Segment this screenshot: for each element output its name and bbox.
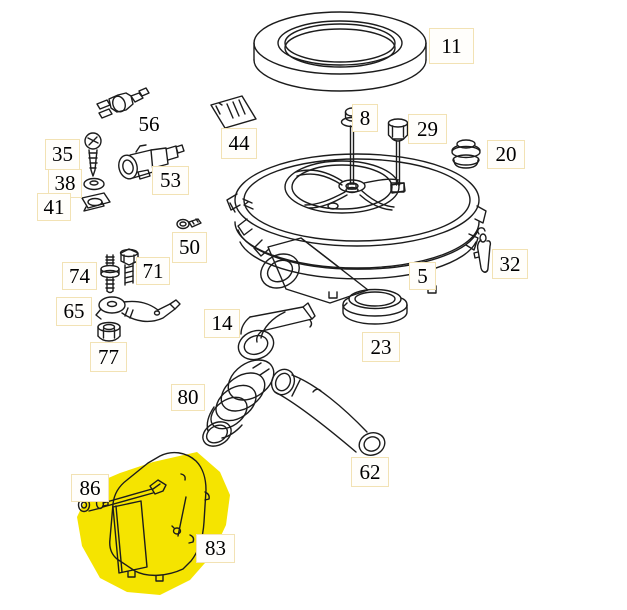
- part-77-nut: [97, 321, 121, 342]
- part-callout-77[interactable]: 77: [90, 342, 127, 372]
- part-callout-62[interactable]: 62: [351, 457, 389, 487]
- part-callout-29[interactable]: 29: [408, 114, 447, 144]
- part-callout-71[interactable]: 71: [136, 257, 170, 285]
- part-callout-32[interactable]: 32: [492, 249, 528, 279]
- part-20-rubber-buffer: [451, 139, 481, 169]
- part-callout-41[interactable]: 41: [37, 193, 71, 221]
- part-23-seal-ring: [342, 288, 408, 325]
- part-callout-14[interactable]: 14: [204, 309, 240, 338]
- part-71-hex-bolt: [119, 248, 139, 286]
- part-53-sensor-switch: [118, 144, 185, 180]
- part-56-sensor: [96, 87, 150, 119]
- part-callout-83[interactable]: 83: [196, 534, 235, 563]
- part-32-spring-clip: [473, 227, 492, 273]
- part-callout-74[interactable]: 74: [62, 262, 97, 290]
- part-callout-56[interactable]: 56: [138, 111, 160, 136]
- part-callout-44[interactable]: 44: [221, 128, 257, 159]
- part-callout-80[interactable]: 80: [171, 384, 205, 411]
- part-35-screw: [84, 132, 102, 177]
- part-41-clip-nut: [81, 192, 111, 212]
- part-callout-5[interactable]: 5: [409, 262, 436, 290]
- part-74-stud: [100, 254, 120, 294]
- part-callout-8[interactable]: 8: [352, 104, 378, 132]
- part-44-sticker: [210, 95, 257, 129]
- part-callout-53[interactable]: 53: [152, 166, 189, 195]
- part-callout-50[interactable]: 50: [172, 232, 207, 263]
- part-62-vent-hose: [270, 368, 386, 456]
- part-callout-11[interactable]: 11: [429, 28, 474, 64]
- part-38-washer: [83, 177, 105, 191]
- part-80-bellows: [202, 359, 275, 447]
- part-11-filter-ring: [253, 11, 427, 92]
- part-callout-35[interactable]: 35: [45, 139, 80, 170]
- part-14-intake-scoop: [237, 302, 316, 361]
- part-83-cover-shield: [102, 451, 210, 582]
- part-65-bracket: [95, 296, 181, 323]
- part-callout-23[interactable]: 23: [362, 332, 400, 362]
- part-callout-86[interactable]: 86: [71, 474, 109, 502]
- part-callout-20[interactable]: 20: [487, 140, 525, 169]
- part-5-air-cleaner-housing: [226, 153, 487, 304]
- part-callout-65[interactable]: 65: [56, 297, 92, 326]
- part-50-small-screw: [176, 218, 202, 230]
